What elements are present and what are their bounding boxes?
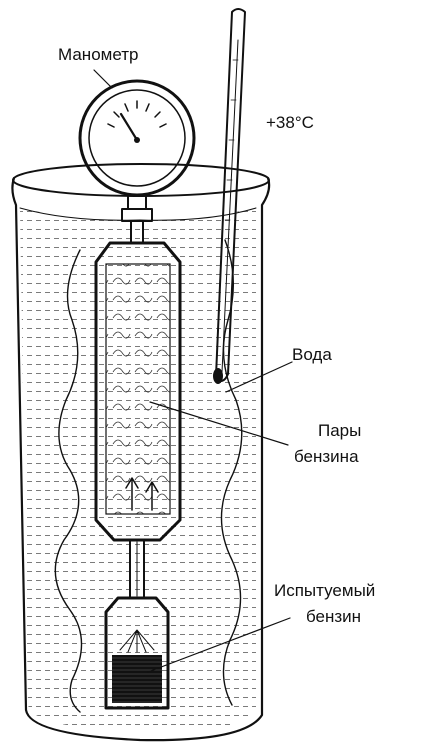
gauge-neck (128, 195, 146, 209)
gauge-needle (121, 114, 137, 140)
vapor-chamber (96, 243, 180, 540)
label-sample-line1: Испытуемый (274, 581, 375, 600)
gauge-ticks (108, 101, 166, 127)
fuel-liquid (112, 655, 162, 703)
label-manometer: Манометр (58, 45, 138, 64)
vapor-space (106, 264, 170, 514)
label-water: Вода (292, 345, 332, 364)
leader-manometer (94, 70, 112, 88)
gauge-pivot (134, 137, 140, 143)
label-vapor-line2: бензина (294, 447, 359, 466)
thermometer-bulb (213, 368, 223, 384)
label-temperature: +38°С (266, 113, 314, 132)
label-sample-line2: бензин (306, 607, 361, 626)
label-vapor-line1: Пары (318, 421, 361, 440)
